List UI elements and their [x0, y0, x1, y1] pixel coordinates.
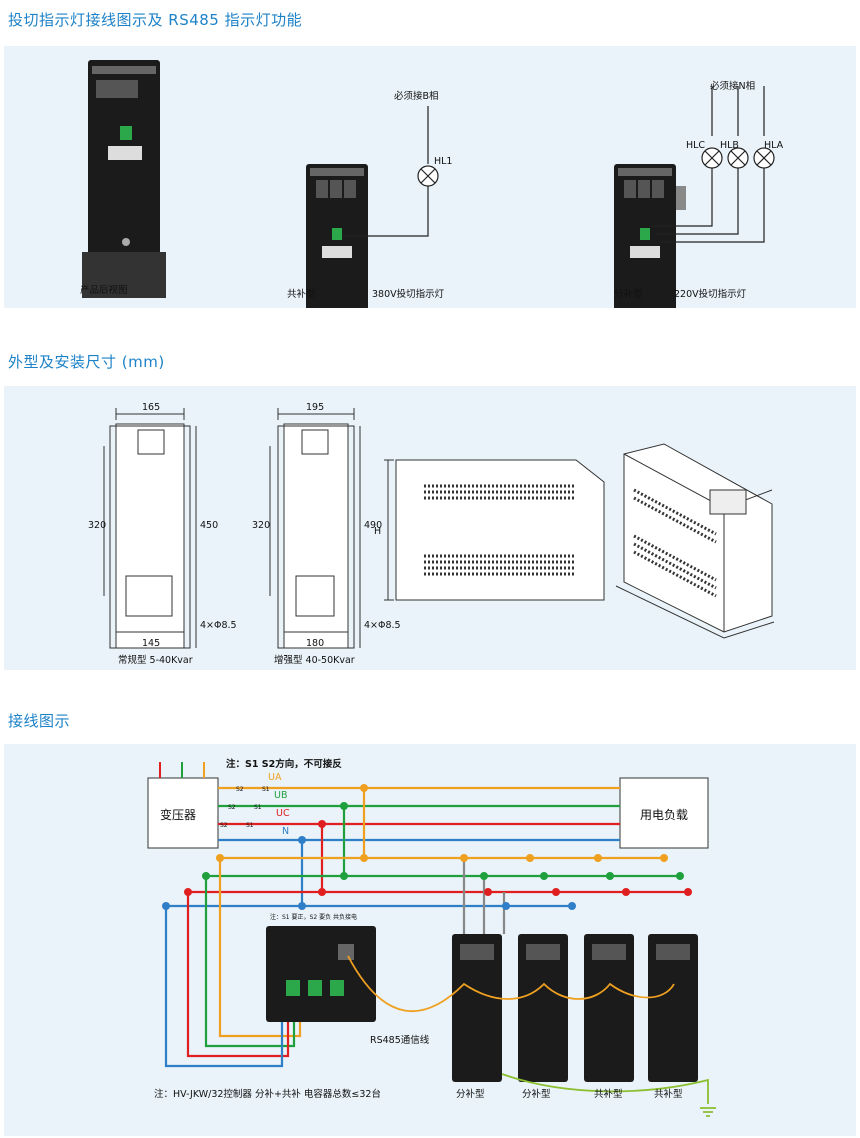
- ct2-s2: S2: [228, 804, 236, 811]
- regular-width-bottom: 145: [142, 638, 161, 649]
- enhanced-height-outer: 490: [364, 520, 383, 531]
- lamp-hla-icon: [753, 147, 775, 169]
- controller-note: 注：S1 要正，S2 要负 共负接电: [270, 914, 357, 921]
- ground-wire: [501, 1073, 716, 1117]
- enhanced-hole: 4×Φ8.5: [364, 620, 401, 631]
- enhanced-height-inner: 320: [252, 520, 271, 531]
- wiring-svg: [147, 762, 716, 1117]
- junction-dots: [162, 784, 368, 910]
- co-type-caption: 共补型: [287, 289, 316, 300]
- unit-label-1: 分补型: [456, 1089, 485, 1100]
- rs485-cable: [347, 955, 675, 1013]
- load-box: [619, 777, 709, 849]
- bottom-note: 注：HV-JKW/32控制器 分补+共补 电容器总数≤32台: [154, 1089, 381, 1100]
- split-type-caption: 分补型: [614, 289, 643, 300]
- enhanced-outline: [269, 408, 361, 649]
- enhanced-caption: 增强型 40-50Kvar: [274, 655, 355, 666]
- unit-label-3: 共补型: [594, 1089, 623, 1100]
- dimensions-svg: [103, 408, 775, 649]
- section2-title: 外型及安装尺寸 (mm): [8, 353, 165, 371]
- ct3-s1: S1: [246, 822, 254, 829]
- lamp-hlc-icon: [701, 147, 723, 169]
- side-view: [384, 459, 605, 601]
- rear-view-caption: 产品后视图: [80, 285, 128, 296]
- lamp-hl1-label: HL1: [434, 156, 453, 167]
- section1-title: 投切指示灯接线图示及 RS485 指示灯功能: [8, 11, 303, 29]
- wiring-panel: 注：S1 S2方向，不可接反 变压器 用电负载 UA UB UC N S2 S1…: [4, 744, 856, 1136]
- lamp-hlc-label: HLC: [686, 140, 706, 151]
- dimensions-panel: 165 145 320 450 4×Φ8.5 常规型 5-40Kvar 195 …: [4, 386, 856, 670]
- controller-unit: [266, 926, 376, 1022]
- enhanced-width-top: 195: [306, 402, 325, 413]
- split-type-unit: [614, 164, 686, 308]
- perspective-view: [615, 443, 775, 639]
- rs485-label: RS485通信线: [370, 1035, 430, 1046]
- transformer-label: 变压器: [160, 808, 197, 822]
- section3-title: 接线图示: [8, 712, 71, 730]
- note-must-n: 必须接N相: [710, 81, 756, 92]
- co-type-unit: [306, 164, 368, 308]
- unit-label-4: 共补型: [654, 1089, 683, 1100]
- capacitor-drops: [460, 854, 692, 934]
- unit-label-2: 分补型: [522, 1089, 551, 1100]
- lamp-220-caption: 220V投切指示灯: [674, 289, 747, 300]
- lamp-wiring-panel: 产品后视图 共补型 380V投切指示灯 分补型 220V投切指示灯 必须接B相 …: [4, 46, 856, 308]
- ct2-s1: S1: [254, 804, 262, 811]
- regular-height-outer: 450: [200, 520, 219, 531]
- regular-hole: 4×Φ8.5: [200, 620, 237, 631]
- lamp-380-caption: 380V投切指示灯: [372, 289, 445, 300]
- regular-outline: [103, 408, 197, 649]
- capacitor-units: [452, 934, 698, 1082]
- lamp-hlb-label: HLB: [720, 140, 739, 151]
- ct1-s2: S2: [236, 786, 244, 793]
- lamp-hla-label: HLA: [764, 140, 784, 151]
- phase-ub-label: UB: [274, 790, 288, 801]
- ct3-s2: S2: [220, 822, 228, 829]
- load-label: 用电负载: [640, 808, 689, 822]
- side-height-label: H: [374, 526, 382, 537]
- regular-width-top: 165: [142, 402, 161, 413]
- rear-view-unit: [82, 60, 166, 298]
- lamp-hlb-icon: [727, 147, 749, 169]
- regular-caption: 常规型 5-40Kvar: [118, 655, 193, 666]
- enhanced-width-bottom: 180: [306, 638, 325, 649]
- phase-n-label: N: [282, 826, 290, 837]
- lamp-wiring-svg: [82, 60, 775, 308]
- regular-height-inner: 320: [88, 520, 107, 531]
- ct-direction-note: 注：S1 S2方向，不可接反: [226, 759, 342, 770]
- phase-ua-label: UA: [268, 772, 282, 783]
- phase-uc-label: UC: [276, 808, 290, 819]
- note-must-b: 必须接B相: [394, 91, 439, 102]
- ct1-s1: S1: [262, 786, 270, 793]
